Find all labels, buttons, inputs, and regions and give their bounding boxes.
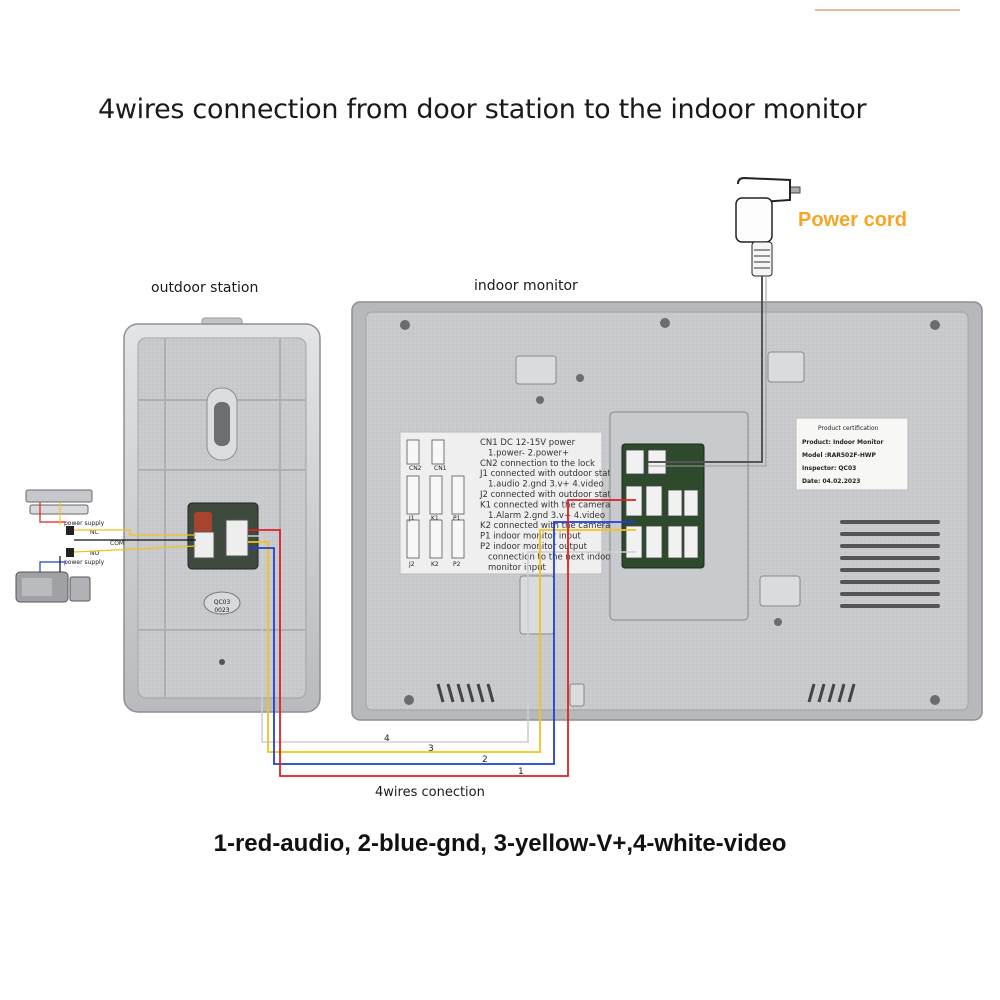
- pcb-legend-line: P1 indoor monitor input: [480, 532, 581, 542]
- power-cord: [648, 176, 801, 467]
- page-title: 4wires connection from door station to t…: [98, 94, 867, 125]
- power-cord-label: Power cord: [798, 209, 907, 231]
- pcb-legend-line: K1 connected with the camera 1: [480, 500, 619, 510]
- wire-1-red: [248, 499, 636, 777]
- wire-number-1: 1: [518, 767, 524, 777]
- wire-color-legend: 1-red-audio, 2-blue-gnd, 3-yellow-V+,4-w…: [213, 830, 787, 857]
- pcb-legend-line: 1.power- 2.power+: [488, 448, 569, 458]
- cert-date: Date: 04.02.2023: [802, 478, 860, 485]
- nc-label: NC: [90, 529, 99, 536]
- indoor-monitor-label: indoor monitor: [474, 278, 578, 294]
- pcb-legend-line: P2 indoor monitor output: [480, 542, 588, 552]
- outdoor-station-label: outdoor station: [151, 280, 259, 296]
- pcb-connector-label: P1: [453, 515, 461, 522]
- wire-number-2: 2: [482, 755, 488, 765]
- sticker-number: 0023: [214, 607, 229, 614]
- pcb-legend-line: monitor input: [488, 563, 546, 573]
- pcb-connector-label: J2: [408, 561, 415, 568]
- wire-3-yellow: [248, 529, 636, 753]
- wire-number-4: 4: [384, 734, 390, 744]
- lock-devices: power supply NC COM NO power supply: [15, 489, 197, 603]
- no-label: NO: [90, 550, 99, 557]
- pcb-legend-line: J1 connected with outdoor station 1: [479, 469, 632, 479]
- four-wire-bundle: 4 3 2 1: [248, 499, 636, 777]
- pcb-connector-label: K2: [431, 561, 439, 568]
- power-supply-bottom-label: power supply: [64, 559, 105, 566]
- pcb-connector-label: P2: [453, 561, 461, 568]
- cert-heading: Product certification: [818, 425, 879, 432]
- pcb-connector-label: K1: [431, 515, 439, 522]
- wires-connection-label: 4wires conection: [375, 785, 485, 800]
- pcb-legend-line: CN1 DC 12-15V power: [480, 438, 576, 448]
- pcb-connector-label: CN1: [434, 465, 447, 472]
- indoor-monitor: CN2 CN1 J1 K1 P1 J2 K2 P2 CN1 DC 12-15V …: [351, 301, 983, 721]
- pcb-legend-line: J2 connected with outdoor station 2: [479, 490, 632, 500]
- pcb-connector-label: J1: [408, 515, 415, 522]
- cert-product: Product: Indoor Monitor: [802, 439, 883, 446]
- sticker-code: QC03: [214, 599, 231, 606]
- power-supply-top-label: power supply: [64, 520, 105, 527]
- pcb-legend-line: 1.audio 2.gnd 3.v+ 4.video: [488, 480, 604, 490]
- pcb-legend-line: 1.Alarm 2.gnd 3.v+ 4.video: [488, 511, 605, 521]
- pcb-legend-line: CN2 connection to the lock: [480, 459, 595, 469]
- wire-4-white: [248, 535, 636, 743]
- wire-number-3: 3: [428, 744, 434, 754]
- com-label: COM: [110, 540, 124, 547]
- cert-model: Model :RAR502F-HWP: [802, 452, 876, 459]
- pcb-legend-line: K2 connected with the camera 2: [480, 521, 619, 531]
- pcb-legend-line: connection to the next indoor: [488, 552, 614, 562]
- outdoor-station: QC03 0023: [123, 317, 321, 713]
- cert-inspector: Inspector: QC03: [802, 465, 856, 472]
- pcb-connector-label: CN2: [409, 465, 422, 472]
